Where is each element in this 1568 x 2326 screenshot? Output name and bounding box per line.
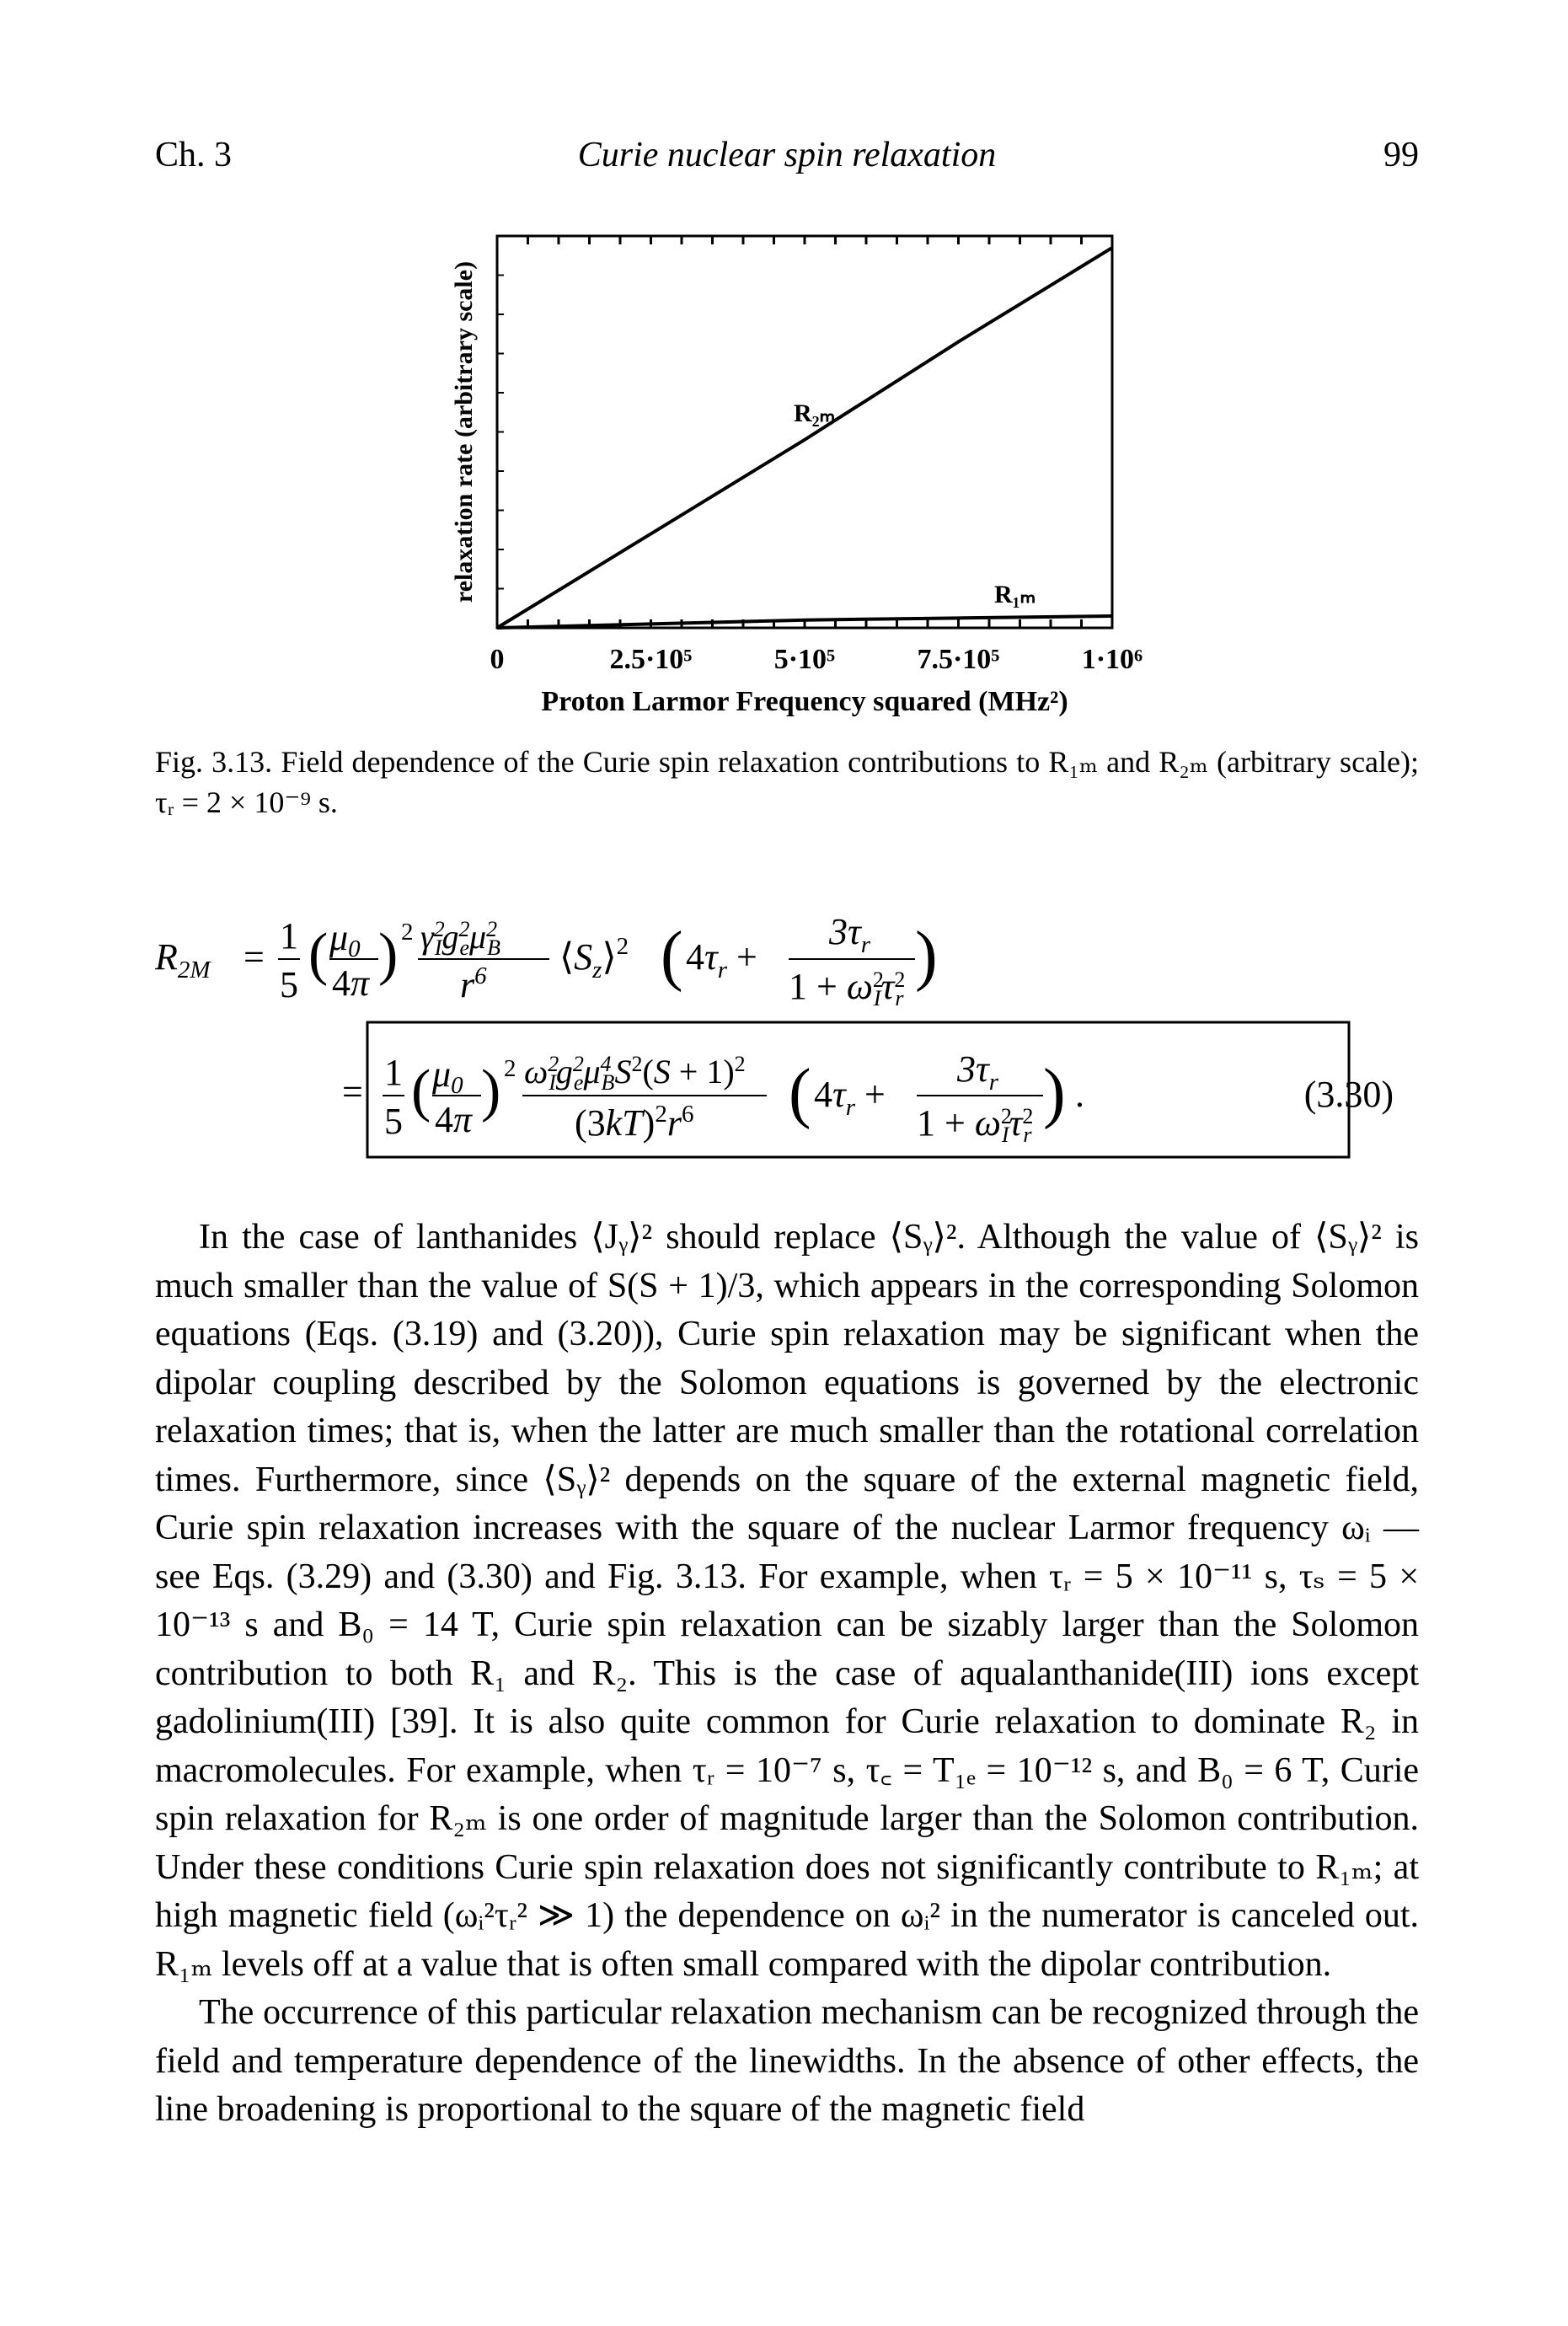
svg-text:R2M: R2M: [155, 936, 211, 983]
x-tick-label: 1·10⁶: [1082, 644, 1143, 675]
svg-text:2: 2: [401, 919, 414, 946]
running-header: Ch. 3 Curie nuclear spin relaxation 99: [155, 135, 1419, 185]
svg-text:=: =: [342, 1071, 363, 1112]
svg-text:(3kT)2r6: (3kT)2r6: [575, 1101, 693, 1144]
equation-number: (3.30): [1304, 1074, 1394, 1115]
svg-text:.: .: [1075, 1074, 1084, 1115]
svg-text:(: (: [661, 919, 683, 993]
svg-text:3τr: 3τr: [828, 911, 871, 958]
svg-text:4τr +: 4τr +: [686, 936, 757, 983]
svg-text:5: 5: [384, 1101, 403, 1142]
svg-text:(: (: [411, 1058, 431, 1123]
label-r1m: R₁ₘ: [994, 581, 1036, 608]
svg-text:3τr: 3τr: [956, 1048, 999, 1096]
svg-text:4π: 4π: [332, 962, 371, 1004]
body-text: In the case of lanthanides ⟨Jᵧ⟩² should …: [155, 1214, 1419, 2135]
x-tick-label: 5·10⁵: [774, 644, 836, 675]
paragraph-2: The occurrence of this particular relaxa…: [155, 1993, 1419, 2129]
label-r2m: R₂ₘ: [794, 399, 835, 427]
caption-text: Field dependence of the Curie spin relax…: [155, 745, 1419, 819]
series-line-r1m: [496, 614, 1113, 630]
svg-text:): ): [915, 919, 938, 993]
x-tick-label: 7.5·10⁵: [917, 644, 999, 675]
paragraph-1: In the case of lanthanides ⟨Jᵧ⟩² should …: [155, 1218, 1419, 1984]
svg-text:5: 5: [280, 964, 298, 1005]
svg-text:r6: r6: [460, 962, 487, 1005]
figure-caption: Fig. 3.13. Field dependence of the Curie…: [155, 742, 1419, 823]
svg-text:(: (: [789, 1056, 811, 1130]
page-number: 99: [1383, 136, 1419, 174]
svg-text:μ0: μ0: [329, 917, 361, 962]
svg-text:4π: 4π: [435, 1099, 474, 1140]
x-tick-label: 0: [490, 644, 505, 675]
svg-text:⟨Sz⟩2: ⟨Sz⟩2: [559, 933, 629, 983]
x-tick-label: 2.5·10⁵: [609, 644, 692, 675]
svg-text:): ): [481, 1058, 500, 1123]
svg-text:(: (: [308, 922, 328, 987]
figure-3-13: 0 2.5·10⁵ 5·10⁵ 7.5·10⁵ 1·10⁶ Proton Larmor F…: [438, 223, 1143, 729]
running-title: Curie nuclear spin relaxation: [577, 136, 997, 174]
svg-text:): ): [1043, 1056, 1066, 1130]
svg-text:1: 1: [280, 915, 298, 957]
chapter-label: Ch. 3: [155, 136, 233, 174]
svg-text:2: 2: [504, 1055, 516, 1082]
relaxation-chart: 0 2.5·10⁵ 5·10⁵ 7.5·10⁵ 1·10⁶ Proton Larmor F…: [450, 234, 1143, 717]
caption-prefix: Fig. 3.13.: [155, 745, 273, 779]
y-axis-label: relaxation rate (arbitrary scale): [450, 261, 478, 603]
plot-frame: [495, 234, 1114, 630]
svg-text:=: =: [243, 936, 265, 978]
svg-text:μ0: μ0: [431, 1053, 463, 1099]
series-line-r2m: [495, 246, 1114, 630]
svg-text:1: 1: [384, 1052, 403, 1093]
svg-text:): ): [378, 922, 398, 987]
x-axis-label: Proton Larmor Frequency squared (MHz²): [541, 686, 1068, 717]
svg-text:4τr +: 4τr +: [814, 1074, 886, 1121]
